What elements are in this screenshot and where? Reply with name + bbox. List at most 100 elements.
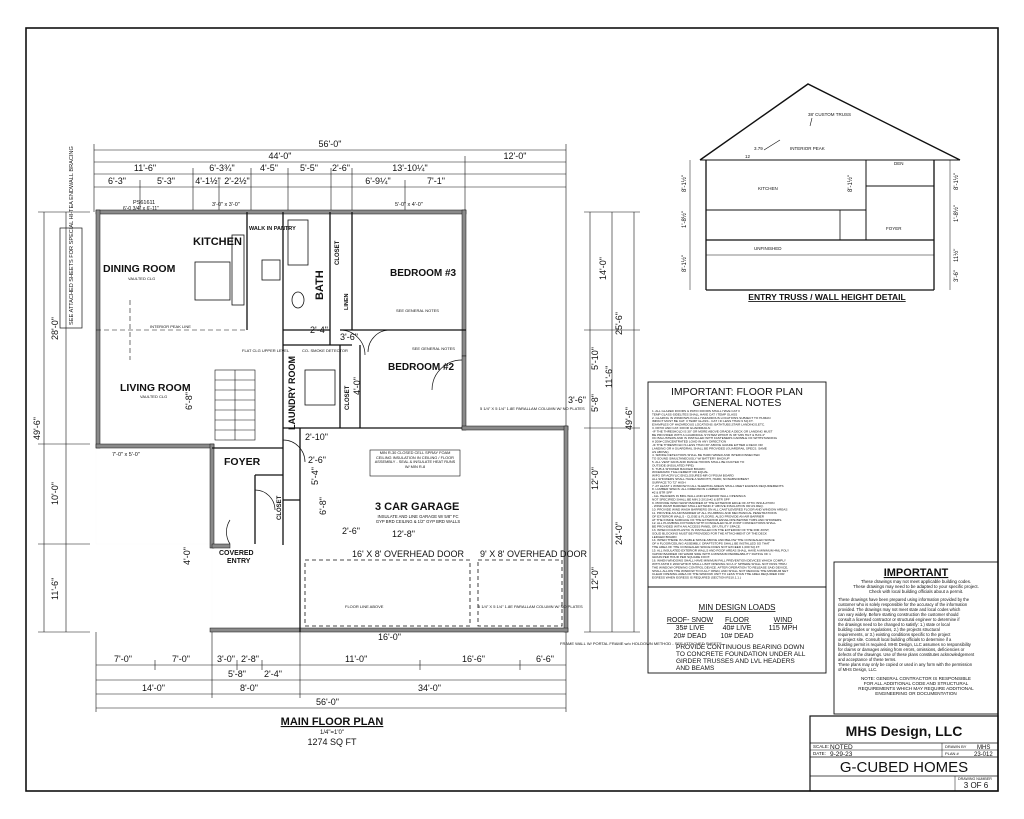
section-foyer: FOYER [886,226,902,231]
note-beam-1: 5 1/4" X 5 1/4" 1.8E PARALLAM COLUMN W/ … [480,406,585,411]
plan-value: 23-012 [974,752,993,758]
gn-lines-line: A 200# CONCENTRATED LOAD IN ANY DIRECTIO… [652,440,726,444]
room-closet-a: CLOSET [335,240,341,265]
company-name: MHS Design, LLC [846,723,963,739]
room-kitchen: KITCHEN [193,236,242,248]
important-block2-line: requirements, or 3.) existing conditions… [838,632,951,637]
plan-title: MAIN FLOOR PLAN [281,716,384,728]
note-smoke: CO- SMOKE DETECTOR [302,348,348,353]
gn-lines-line: AT THE INSIDE SURFACE OF THE EXTERIOR EN… [652,518,782,522]
gn-lines-line: GRAIN PER HOUR PER SQUARE FOOT. [652,555,710,559]
section-pitch: 12 [745,154,751,159]
gn-lines-line: #2 & BTR SPF [652,491,672,495]
important-block3-line: FOR ALL ADDITIONAL CODE AND STRUCTURAL [864,681,969,686]
dim-right-2: 49'-6" [624,407,634,430]
loads-r2-0: 20# DEAD [673,633,706,640]
gn-lines-line: - ALL HEADERS IN BRG WALL AND EXTERIOR W… [652,494,746,498]
plan-label: PLAN # [945,751,960,756]
loads-r1-2: 115 MPH [769,625,798,632]
dim-bot3-1: 8'-0" [240,683,258,693]
dim-bot2-0: 5'-8" [228,669,246,679]
important-lines: These drawings may not meet applicable b… [838,579,979,696]
dim-garage-6-8: 6'-8" [318,497,328,515]
dim-right-i0: 5'-10" [590,347,600,370]
room-bedroom2: BEDROOM #2 [388,362,455,373]
dim-bot1-6: 6'-6" [536,654,554,664]
dim-misc-4: 2'-6" [308,455,326,465]
section-labels: 38' CUSTOM TRUSS INTERIOR PEAK 3.79 12 K… [681,112,960,302]
room-living-sub: VAULTED CLG [140,394,167,399]
dim-right-i4: 12'-0" [590,567,600,590]
dim-bot2-1: 2'-4" [264,669,282,679]
gn-lines-line: TO SOUND SIMULTANEOUSLY W/ BATTERY BACKU… [652,457,730,461]
date-label: DATE: [813,751,826,756]
room-linen: LINEN [344,293,350,310]
note-general-2: SEE GENERAL NOTES [412,346,455,351]
dim-right-i1: 11'-6" [604,366,614,388]
dim-top-r2-0: 11'-6" [134,163,156,173]
gn-lines-line: 1. ALL GLAZED DOORS & PATIO DOORS SHALL … [652,409,740,413]
gn-lines-line: 15. ALL INSULATED EXTERIOR WALLS AND ROO… [652,548,789,552]
dim-left-1: 49'-6" [32,417,42,440]
dim-garage-16: 16'-0" [378,632,401,642]
dim-misc-8: 3'-0" x 3'-0" [212,202,240,208]
dim-misc-0: 4'-0" [182,547,192,565]
dim-bot1-5: 16'-6" [462,654,485,664]
loads-h0: ROOF- SNOW [667,617,714,624]
provide-2: GIRDER TRUSSES AND LVL HEADERS [676,658,795,665]
gn-lines-line: SOLID BLOCKING MUST BE PROVIDED FOR THE … [652,531,768,535]
section-dim-6: 11½" [953,249,960,262]
dim-misc-1: 4'-0" [352,377,362,395]
dim-top-r2-5: 13'-10¼" [392,163,427,173]
dim-bottom-overall: 56'-0" [316,697,339,707]
loads-r2-1: 10# DEAD [720,633,753,640]
dim-bot3-2: 34'-0" [418,683,441,693]
important-block2-line: defects of the drawings. Use of these pl… [838,652,975,657]
dim-garage-door-2: 9' X 8' OVERHEAD DOOR [480,549,587,559]
scale-label: SCALE: [813,744,829,749]
drawing-label: DRAWING NUMBER [958,777,992,781]
gn-lines-line: EGRESS WHEN EGRESS IS REQUIRED (SECTION … [652,576,741,580]
important-block2-line: of MHS Design, LLC. [838,667,877,672]
note-frame-wall: FRAME WALL W/ PORTAL FRAME w/o HOLDOWN M… [560,641,725,646]
loads-h1: FLOOR [725,617,749,624]
dim-misc-9: 5'-0" x 4'-0" [395,202,423,208]
gn-lines-line: 11. PROVIDE AN AIR BARRIER AT ALL PLUMBI… [652,511,777,515]
loads-h2: WIND [774,617,793,624]
dim-bot1-3: 2'-8" [241,654,259,664]
plan-scale: 1/4"=1'0" [320,730,344,736]
provide-0: PROVIDE CONTINUOUS BEARING DOWN [676,644,805,651]
gn-lines-line: 9. PROVIDE WIND WASH BARRIER AT THE EXTE… [652,501,775,505]
dim-left-3: 11'-6" [50,578,60,600]
note-general-1: SEE GENERAL NOTES [396,308,439,313]
important-block2-line: These drawings have been prepared using … [838,597,970,602]
gn-lines-line: 3. PATIO AND CAT. DOOR GUARDRAILS: [652,426,711,430]
section-dim-1: 8'-1½" [847,175,854,192]
dim-top-overall: 56'-0" [319,139,342,149]
important-block2-line: building permit is required. MHS Design,… [838,642,972,647]
gn-lines-line: IMPACT MUST BE CAT. II TEMP GLASS - CAT … [652,419,754,423]
gn-lines-line: 6. TUB & SHOWER BACKER BOARD: [652,467,706,471]
room-covered-2: ENTRY [227,558,251,565]
gn-lines-line: -IF THE THRESHOLD IS 30" OR MORE ABOVE G… [652,429,773,433]
gn-lines-line: AS ABOVE) [652,450,669,454]
dim-right-i3: 12'-0" [590,467,600,490]
dim-top-r3-3: 2'-2½" [224,176,249,186]
note-flat-clg: FLAT CLG UPPER LEVEL [242,348,290,353]
room-closet-c: CLOSET [277,495,283,520]
important-title: IMPORTANT [884,567,949,579]
dim-top-12: 12'-0" [504,151,527,161]
room-walkin: WALK IN PANTRY [249,226,296,232]
note-garage-ceiling: MIN R-30 CLOSED CELL SPRAY FOAM CEILING … [374,451,456,469]
gn-lines-line: ALL SHOWERS SHALL HAVE A SMOOTH, HARD, N… [652,477,749,481]
section-dim-3: 8'-1½" [681,255,688,272]
gn-lines-line: THE AREA OF THE CONCEALED SPACE DOES NOT… [652,545,760,549]
gn-lines-line: WITH ASTM F 2090 WHICH SHALL LIMIT OPENI… [652,562,787,566]
design-loads-title: MIN DESIGN LOADS [699,603,776,612]
gn-lines-line: SHALL ALLOW THE WINDOW TO FULLY OPEN, AN… [652,569,788,573]
gn-lines-line: 12. ALL PLUMBING FIXTURES WITH CONCEALED… [652,521,776,525]
section-peak: INTERIOR PEAK [790,146,825,151]
gn-lines-line: 10. PROVIDE WIND WASH BARRIERS ON ALL CA… [652,508,787,512]
room-living: LIVING ROOM [120,382,191,394]
gn-lines-line: SURFACE TO 72" HIGH [652,480,686,484]
